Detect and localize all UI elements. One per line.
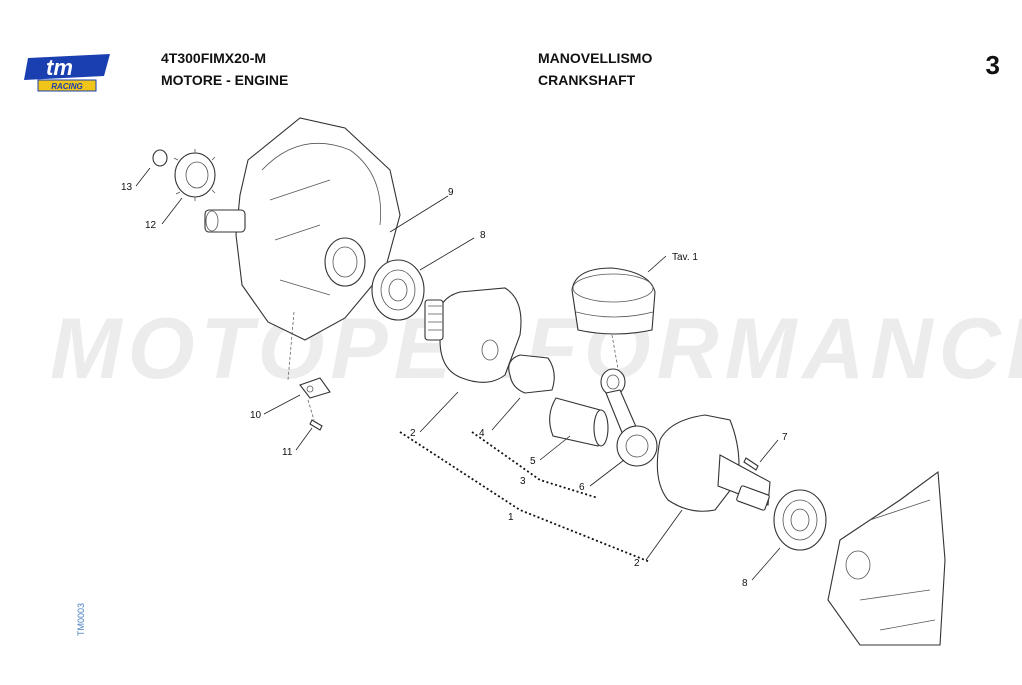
bracket-10	[299, 377, 331, 399]
callout-12: 12	[145, 220, 157, 231]
piston-axis	[611, 334, 621, 381]
model-code: 4T300FIMX20-M	[161, 50, 267, 66]
callout-2-right: 2	[634, 558, 640, 569]
crankcase-right	[827, 470, 946, 646]
crank-pin-5	[549, 397, 609, 447]
page-number: 3	[985, 50, 1000, 80]
bearing-8-right	[773, 489, 827, 551]
callout-3: 3	[520, 476, 526, 487]
assembly-dashes	[287, 311, 315, 421]
logo-text: tm	[46, 55, 73, 80]
callout-6: 6	[579, 482, 585, 493]
crank-web-right	[656, 414, 771, 512]
callout-8-top: 8	[480, 230, 486, 241]
callout-10: 10	[250, 410, 262, 421]
needle-bearing-4	[508, 354, 555, 394]
piston	[571, 267, 656, 335]
callout-2-left: 2	[410, 428, 416, 439]
key-7	[743, 457, 759, 471]
side-code: TM0003	[76, 602, 86, 636]
leader-lines	[135, 167, 781, 581]
pin-11	[309, 419, 323, 431]
callout-8-bottom: 8	[742, 578, 748, 589]
group-label: MOTORE - ENGINE	[161, 72, 289, 88]
crank-web-left	[424, 287, 522, 383]
crankcase-left	[204, 117, 401, 341]
bearing-8-left	[371, 259, 425, 321]
model-header: 4T300FIMX20-M MOTORE - ENGINE	[161, 47, 288, 91]
callout-11: 11	[282, 447, 293, 458]
connecting-rod-6	[600, 368, 658, 467]
callout-9: 9	[448, 187, 454, 198]
callout-tav-1: Tav. 1	[672, 252, 698, 263]
callout-13: 13	[121, 182, 133, 193]
callout-7: 7	[782, 432, 788, 443]
callout-4: 4	[479, 428, 485, 439]
circlip-13	[152, 149, 168, 167]
tm-racing-logo: tm RACING	[24, 54, 110, 92]
group-bracket-1	[399, 431, 651, 563]
callout-5: 5	[530, 456, 536, 467]
gear-12	[173, 149, 216, 201]
logo-subtext: RACING	[51, 82, 83, 91]
section-title-it: MANOVELLISMO	[538, 50, 653, 66]
group-bracket-3	[471, 431, 599, 499]
section-header: MANOVELLISMO CRANKSHAFT	[538, 47, 652, 91]
callout-1: 1	[508, 512, 514, 523]
section-title-en: CRANKSHAFT	[538, 72, 636, 88]
